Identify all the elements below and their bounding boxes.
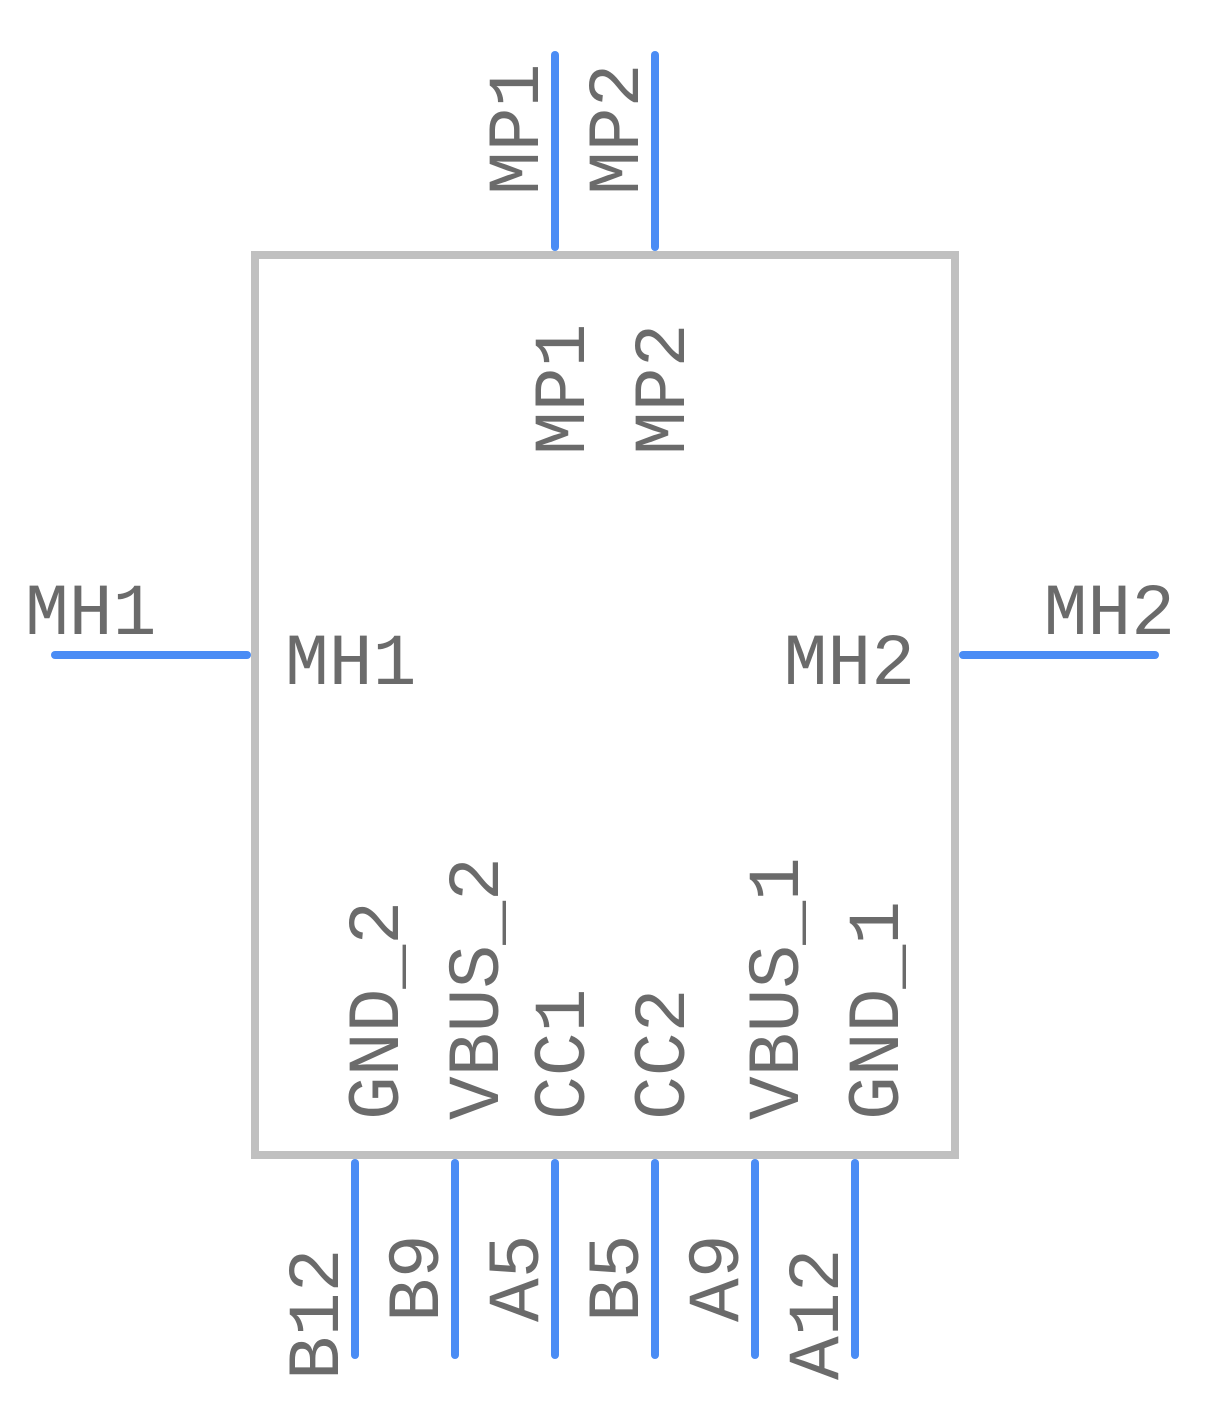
pin-b5: B5 CC2 [577, 989, 706, 1359]
pin-mh2-number: MH2 [1044, 573, 1175, 656]
pin-b12-name: GND_2 [337, 901, 420, 1120]
pin-mp1: MP1 MP1 [477, 51, 606, 455]
pin-a9-number: A9 [677, 1234, 760, 1322]
pin-b12-number: B12 [277, 1249, 360, 1380]
pin-a5-number: A5 [477, 1234, 560, 1322]
pin-mh2: MH2 MH2 [784, 573, 1175, 706]
pin-a12: A12 GND_1 [777, 901, 920, 1380]
pin-mh1-number: MH1 [25, 573, 156, 656]
pin-b5-name: CC2 [623, 989, 706, 1120]
pin-a5: A5 CC1 [477, 989, 606, 1359]
pin-mp1-name: MP1 [523, 324, 606, 455]
pin-b9-name: VBUS_2 [437, 857, 520, 1120]
pin-b12: B12 GND_2 [277, 901, 420, 1380]
pin-mh1-name: MH1 [285, 623, 416, 706]
pin-a5-name: CC1 [523, 989, 606, 1120]
pin-mp2: MP2 MP2 [577, 51, 706, 455]
pin-a12-number: A12 [777, 1249, 860, 1380]
pin-mp2-name: MP2 [623, 324, 706, 455]
pin-a12-name: GND_1 [837, 901, 920, 1120]
pin-b9: B9 VBUS_2 [377, 857, 520, 1359]
pin-b9-number: B9 [377, 1234, 460, 1322]
pin-mh2-name: MH2 [784, 623, 915, 706]
pin-a9-name: VBUS_1 [737, 857, 820, 1120]
pin-mp1-number: MP1 [477, 64, 560, 195]
pin-mp2-number: MP2 [577, 64, 660, 195]
pin-b5-number: B5 [577, 1234, 660, 1322]
component-body [251, 251, 959, 1159]
pin-a9: A9 VBUS_1 [677, 857, 820, 1359]
pin-mh1: MH1 MH1 [25, 573, 416, 706]
